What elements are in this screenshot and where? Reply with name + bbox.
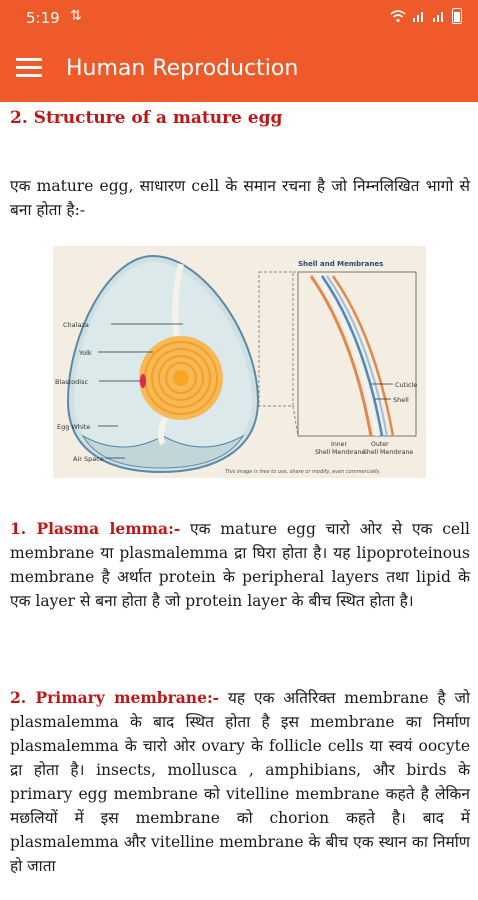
label-inner-line1: Inner [331,441,347,448]
signal-icon [433,12,443,22]
label-egg-white: Egg White [57,423,90,431]
intro-paragraph: एक mature egg, साधारण cell के समान रचना … [10,177,470,219]
label-chalaza: Chalaza [63,321,89,329]
label-shell: Shell [393,396,409,404]
app-title: Human Reproduction [66,56,299,81]
sync-icon: ⇅ [70,8,82,24]
label-air-space: Air Space [73,455,104,463]
section-title: 2. Structure of a mature egg [10,108,283,128]
status-icons [390,8,462,24]
paragraph-plasma-lemma: 1. Plasma lemma:- एक mature egg चारो ओर … [10,517,470,613]
hamburger-menu-icon[interactable] [16,58,42,78]
label-yolk: Yolk [78,349,92,357]
app-bar: Human Reproduction [0,36,478,102]
status-time: 5:19 [26,9,60,27]
label-cuticle: Cuticle [395,381,417,389]
battery-icon [452,8,462,24]
article-content[interactable]: 2. Structure of a mature egg एक mature e… [0,102,478,900]
paragraph-text: यह एक अतिरिक्त membrane है जो plasmalemm… [10,689,471,875]
egg-structure-figure: Chalaza Yolk Blastodisc Egg White Air Sp… [53,246,426,478]
figure-title: Shell and Membranes [298,260,383,268]
paragraph-heading: 2. Primary membrane:- [10,688,220,707]
status-bar: 5:19 ⇅ [0,0,478,36]
paragraph-primary-membrane: 2. Primary membrane:- यह एक अतिरिक्त mem… [10,686,470,878]
paragraph-heading: 1. Plasma lemma:- [10,519,181,538]
figure-credit: This image is free to use, share or modi… [225,469,381,475]
paragraph-text: एक mature egg चारो ओर से एक cell membran… [10,520,470,610]
label-outer-line1: Outer [371,441,389,448]
label-outer-line2: Shell Membrane [363,449,413,456]
label-inner-line2: Shell Membrane [315,449,365,456]
wifi-icon [390,10,406,23]
label-blastodisc: Blastodisc [55,378,88,386]
signal-icon [413,12,423,22]
